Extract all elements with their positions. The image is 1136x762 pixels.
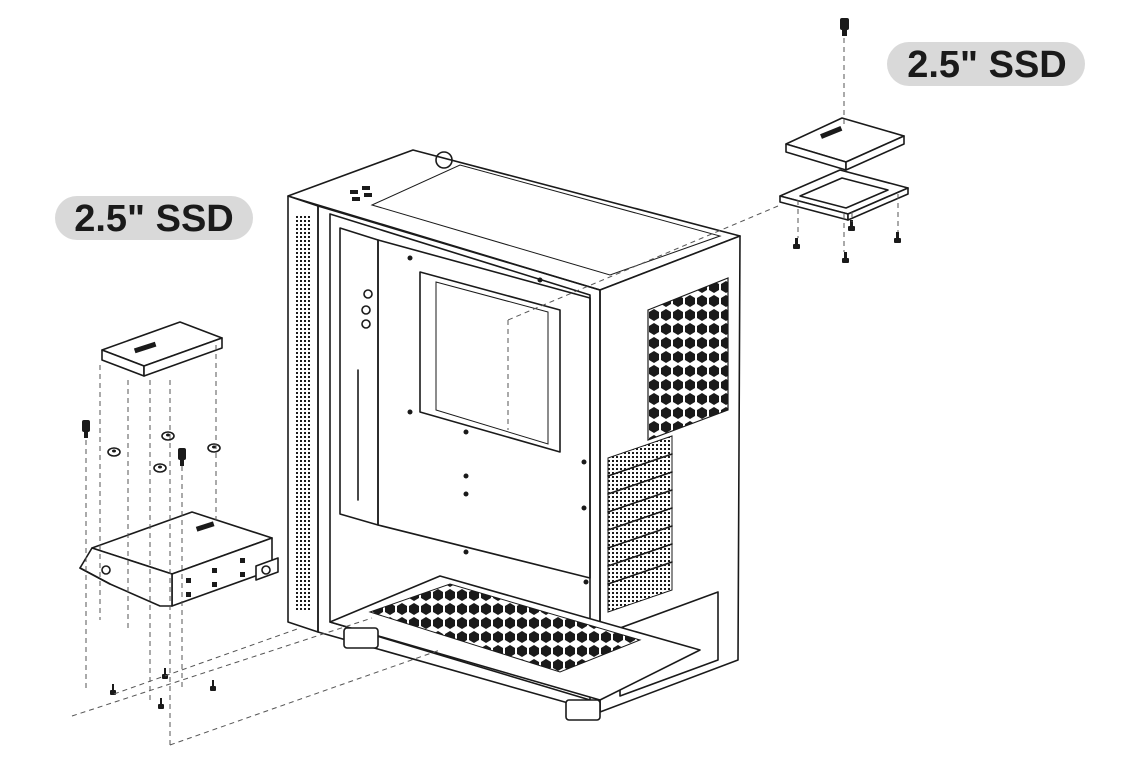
ssd-mounting-bracket-left (79, 511, 279, 607)
computer-case (287, 149, 741, 721)
motherboard-tray (377, 239, 591, 579)
ssd-label-left: 2.5" SSD (55, 196, 253, 240)
ssd-drive-right (785, 117, 905, 171)
power-button-icon (435, 151, 453, 169)
screw-icon (842, 252, 849, 263)
ssd-tray-right (779, 169, 909, 221)
ssd-label-right: 2.5" SSD (887, 42, 1085, 86)
drive-cage (339, 227, 379, 526)
screw-icon (848, 220, 855, 231)
screw-icon (894, 232, 901, 243)
washer-icon (207, 443, 221, 453)
washer-icon (161, 431, 175, 441)
screw-icon (840, 18, 849, 36)
case-feet (343, 627, 601, 721)
tray-mount-holes (407, 255, 589, 585)
guide-lines-left (71, 345, 441, 746)
ssd-label-right-text: 2.5" SSD (907, 44, 1067, 86)
screw-icon (793, 238, 800, 249)
bottom-vent (368, 583, 642, 673)
rear-fan-vent (647, 277, 729, 441)
screw-icon (210, 680, 216, 691)
ssd-label-sticker (820, 126, 843, 139)
screw-icon (158, 698, 164, 709)
ssd-screws-right (793, 18, 901, 263)
screw-icon (82, 420, 90, 438)
screw-icon (178, 448, 186, 466)
screw-icon (162, 668, 168, 679)
washer-icon (107, 447, 121, 457)
expansion-slots (607, 435, 673, 613)
guide-lines-right (507, 38, 899, 430)
ssd-label-left-text: 2.5" SSD (74, 198, 234, 240)
ssd-drive-left (101, 321, 223, 377)
front-io-ports (350, 186, 372, 201)
washer-icon (153, 463, 167, 473)
ssd-screws-left (82, 420, 221, 709)
front-mesh-strip (294, 214, 310, 612)
bracket-mount-holes (186, 558, 245, 597)
ssd-label-sticker (133, 341, 157, 354)
